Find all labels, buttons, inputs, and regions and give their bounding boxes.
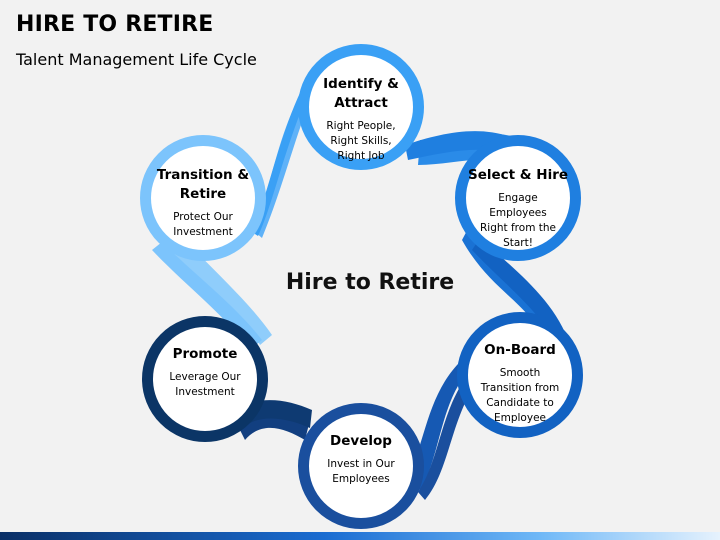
stage-transition-retire: Transition & Retire Protect Our Investme… [140, 135, 266, 261]
page-title: HIRE TO RETIRE [16, 12, 214, 37]
ribbon-promote-transition [165, 232, 272, 345]
stage-description: Protect Our Investment [173, 211, 233, 238]
stage-title: Transition & Retire [156, 167, 250, 202]
stage-description: Right People, Right Skills, Right Job [326, 120, 396, 162]
bottom-accent-bar [0, 532, 720, 540]
stage-description: Smooth Transition from Candidate to Empl… [480, 367, 560, 424]
stage-description: Leverage Our Investment [169, 371, 241, 398]
stage-develop: Develop Invest in Our Employees [298, 403, 424, 529]
cycle-center-label: Hire to Retire [285, 270, 455, 295]
ribbon-transition-identify [255, 60, 330, 238]
stage-title: Develop [330, 433, 392, 449]
page-subtitle: Talent Management Life Cycle [16, 50, 257, 69]
stage-title: Promote [172, 346, 238, 362]
stage-title: Identify & Attract [323, 76, 399, 111]
stage-promote: Promote Leverage Our Investment [142, 316, 268, 442]
ribbon-onboard-develop-shade [418, 372, 478, 500]
stage-select-hire: Select & Hire Engage Employees Right fro… [455, 135, 581, 261]
stage-description: Engage Employees Right from the Start! [480, 192, 556, 249]
stage-title: On-Board [484, 342, 556, 358]
stage-identify-attract: Identify & Attract Right People, Right S… [298, 44, 424, 170]
stage-on-board: On-Board Smooth Transition from Candidat… [457, 312, 583, 438]
stage-description: Invest in Our Employees [327, 458, 395, 485]
ribbon-transition-identify-shade [252, 70, 318, 236]
stage-title: Select & Hire [467, 167, 569, 183]
